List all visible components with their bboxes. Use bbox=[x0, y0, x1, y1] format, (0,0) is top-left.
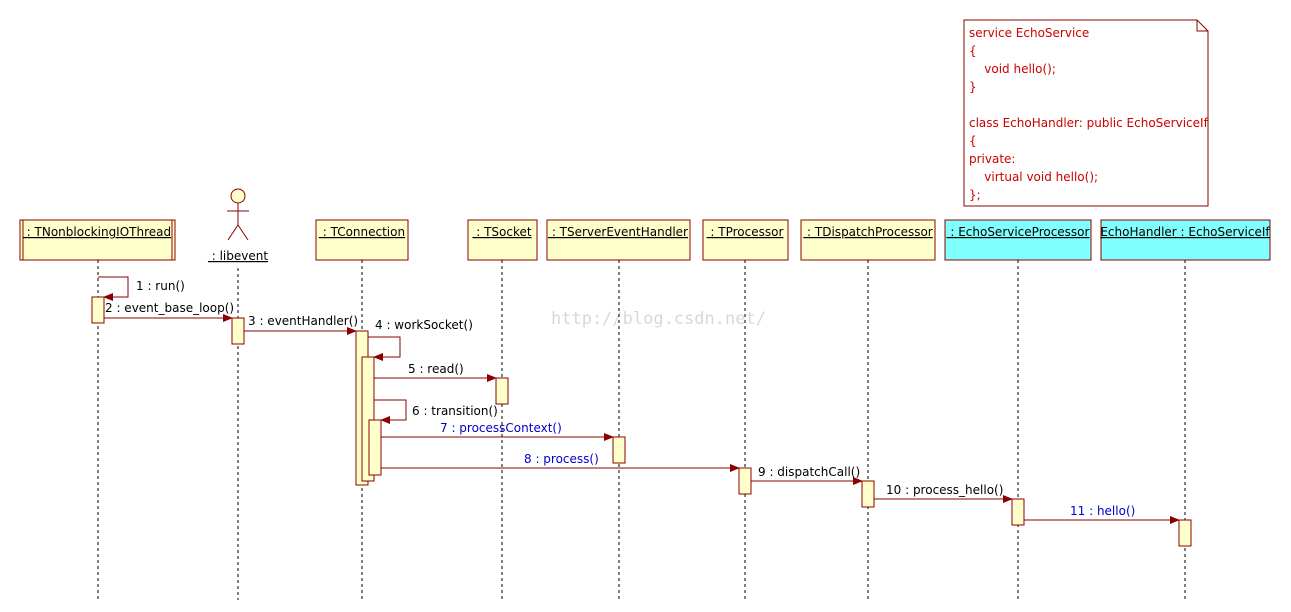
messages bbox=[98, 276, 1180, 524]
participant-label: : EchoServiceProcessor bbox=[947, 225, 1090, 239]
participant-box bbox=[19, 219, 176, 261]
participant-tconnection: : TConnection bbox=[315, 219, 409, 261]
participant-label: : TConnection bbox=[319, 225, 405, 239]
note-line: }; bbox=[969, 188, 981, 202]
activation-bar bbox=[861, 480, 875, 508]
participant-tprocessor: : TProcessor bbox=[702, 219, 789, 261]
actor-icon-leg-left bbox=[227, 224, 239, 241]
activation-bar bbox=[1011, 498, 1025, 526]
message-label: 9 : dispatchCall() bbox=[758, 465, 860, 479]
message-label: 11 : hello() bbox=[1070, 504, 1135, 518]
actor-icon-leg-right bbox=[237, 224, 249, 241]
message-arrow-transition bbox=[374, 399, 407, 424]
note-folded-corner bbox=[1196, 20, 1208, 32]
message-label: 2 : event_base_loop() bbox=[105, 301, 234, 315]
participant-box bbox=[546, 219, 691, 261]
note-line: { bbox=[969, 134, 977, 148]
participant-label: : TSocket bbox=[472, 225, 531, 239]
activation-bar bbox=[612, 436, 626, 464]
message-label: 7 : processContext() bbox=[440, 421, 562, 435]
participant-box bbox=[315, 219, 409, 261]
message-label: 6 : transition() bbox=[412, 404, 498, 418]
message-arrow-run bbox=[98, 276, 129, 301]
note-frame bbox=[963, 19, 1209, 207]
note-line: { bbox=[969, 44, 977, 58]
participant-box bbox=[800, 219, 936, 261]
participant-tnonblockingiothread: : TNonblockingIOThread bbox=[19, 219, 176, 261]
participant-libevent: : libevent bbox=[208, 188, 268, 263]
message-arrow-work-socket bbox=[368, 336, 401, 361]
activation-bar bbox=[231, 317, 245, 345]
participant-echohandler: EchoHandler : EchoServiceIf bbox=[1100, 219, 1271, 261]
activation-bar bbox=[495, 377, 509, 405]
activation-bar bbox=[738, 467, 752, 495]
message-label: 3 : eventHandler() bbox=[248, 314, 358, 328]
participant-label: : libevent bbox=[208, 249, 268, 263]
actor-icon-head bbox=[230, 188, 246, 204]
participant-box bbox=[944, 219, 1092, 261]
activations bbox=[91, 296, 1192, 547]
participant-tservereventhandler: : TServerEventHandler bbox=[546, 219, 691, 261]
note-line: void hello(); bbox=[969, 62, 1056, 76]
participant-box bbox=[1100, 219, 1271, 261]
note-line: service EchoService bbox=[969, 26, 1089, 40]
participant-box bbox=[702, 219, 789, 261]
participant-label: : TNonblockingIOThread bbox=[23, 225, 171, 239]
watermark-text: http://blog.csdn.net/ bbox=[551, 309, 766, 329]
activation-bar bbox=[91, 296, 105, 324]
participant-label: : TDispatchProcessor bbox=[803, 225, 933, 239]
note-line: } bbox=[969, 80, 977, 94]
message-label: 8 : process() bbox=[524, 452, 599, 466]
participant-echoserviceprocessor: : EchoServiceProcessor bbox=[944, 219, 1092, 261]
code-note: service EchoService { void hello(); } cl… bbox=[963, 19, 1209, 207]
message-label: 5 : read() bbox=[408, 362, 464, 376]
participant-tsocket: : TSocket bbox=[467, 219, 538, 261]
message-label: 1 : run() bbox=[136, 279, 185, 293]
note-line: virtual void hello(); bbox=[969, 170, 1098, 184]
lifelines bbox=[97, 260, 1186, 600]
note-line: private: bbox=[969, 152, 1015, 166]
message-label: 4 : workSocket() bbox=[375, 318, 473, 332]
participant-label: : TServerEventHandler bbox=[548, 225, 688, 239]
activation-bar bbox=[368, 419, 382, 476]
note-line: class EchoHandler: public EchoServiceIf bbox=[969, 116, 1209, 130]
participant-box bbox=[467, 219, 538, 261]
participant-label: EchoHandler : EchoServiceIf bbox=[1100, 225, 1270, 239]
activation-bar bbox=[1178, 519, 1192, 547]
participant-tdispatchprocessor: : TDispatchProcessor bbox=[800, 219, 936, 261]
participant-label: : TProcessor bbox=[707, 225, 784, 239]
message-label: 10 : process_hello() bbox=[886, 483, 1003, 497]
message-labels: 1 : run() 2 : event_base_loop() 3 : even… bbox=[105, 279, 1135, 518]
